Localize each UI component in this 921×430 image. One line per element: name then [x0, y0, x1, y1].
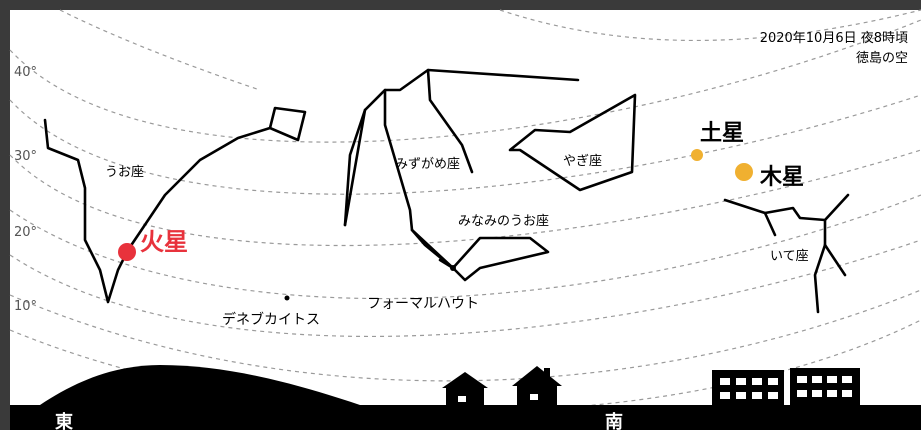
altitude-label-10: 10° — [14, 299, 37, 314]
planet-mars-marker — [118, 243, 136, 261]
aquarius-lines — [343, 68, 580, 270]
capricornus-lines — [508, 93, 637, 192]
label-capricornus: やぎ座 — [563, 154, 602, 169]
planet-jupiter-label: 木星 — [759, 165, 804, 190]
direction-south: 南 — [605, 411, 623, 430]
building-silhouette-1 — [712, 370, 784, 408]
altitude-label-20: 20° — [14, 225, 37, 240]
star-fomalhaut — [450, 265, 456, 271]
ground-band — [10, 405, 921, 430]
location-label: 徳島の空 — [856, 51, 908, 66]
house-silhouette-2 — [512, 366, 562, 408]
building-silhouette-2 — [790, 368, 860, 408]
sky-area — [10, 10, 921, 410]
label-fomalhaut: フォーマルハウト — [367, 296, 479, 312]
planet-saturn-marker — [691, 149, 703, 161]
date-time-label: 2020年10月6日 夜8時頃 — [760, 31, 908, 46]
planet-mars-label: 火星 — [140, 228, 188, 256]
label-piscis-austrinus: みなみのうお座 — [458, 214, 549, 229]
altitude-label-30: 30° — [14, 149, 37, 164]
pisces-lines — [43, 106, 307, 304]
planet-jupiter-marker — [735, 163, 753, 181]
label-sagittarius: いて座 — [770, 249, 809, 264]
label-pisces: うお座 — [105, 165, 144, 180]
altitude-label-40: 40° — [14, 65, 37, 80]
label-deneb-kaitos: デネブカイトス — [222, 311, 320, 328]
star-deneb-kaitos — [284, 295, 290, 301]
planet-saturn-label: 土星 — [700, 121, 744, 146]
label-aquarius: みずがめ座 — [395, 157, 460, 172]
house-silhouette-1 — [442, 372, 488, 408]
direction-east: 東 — [55, 411, 73, 430]
hill-silhouette — [40, 365, 360, 405]
horizon-silhouette — [40, 365, 860, 408]
sagittarius-lines — [723, 193, 850, 314]
